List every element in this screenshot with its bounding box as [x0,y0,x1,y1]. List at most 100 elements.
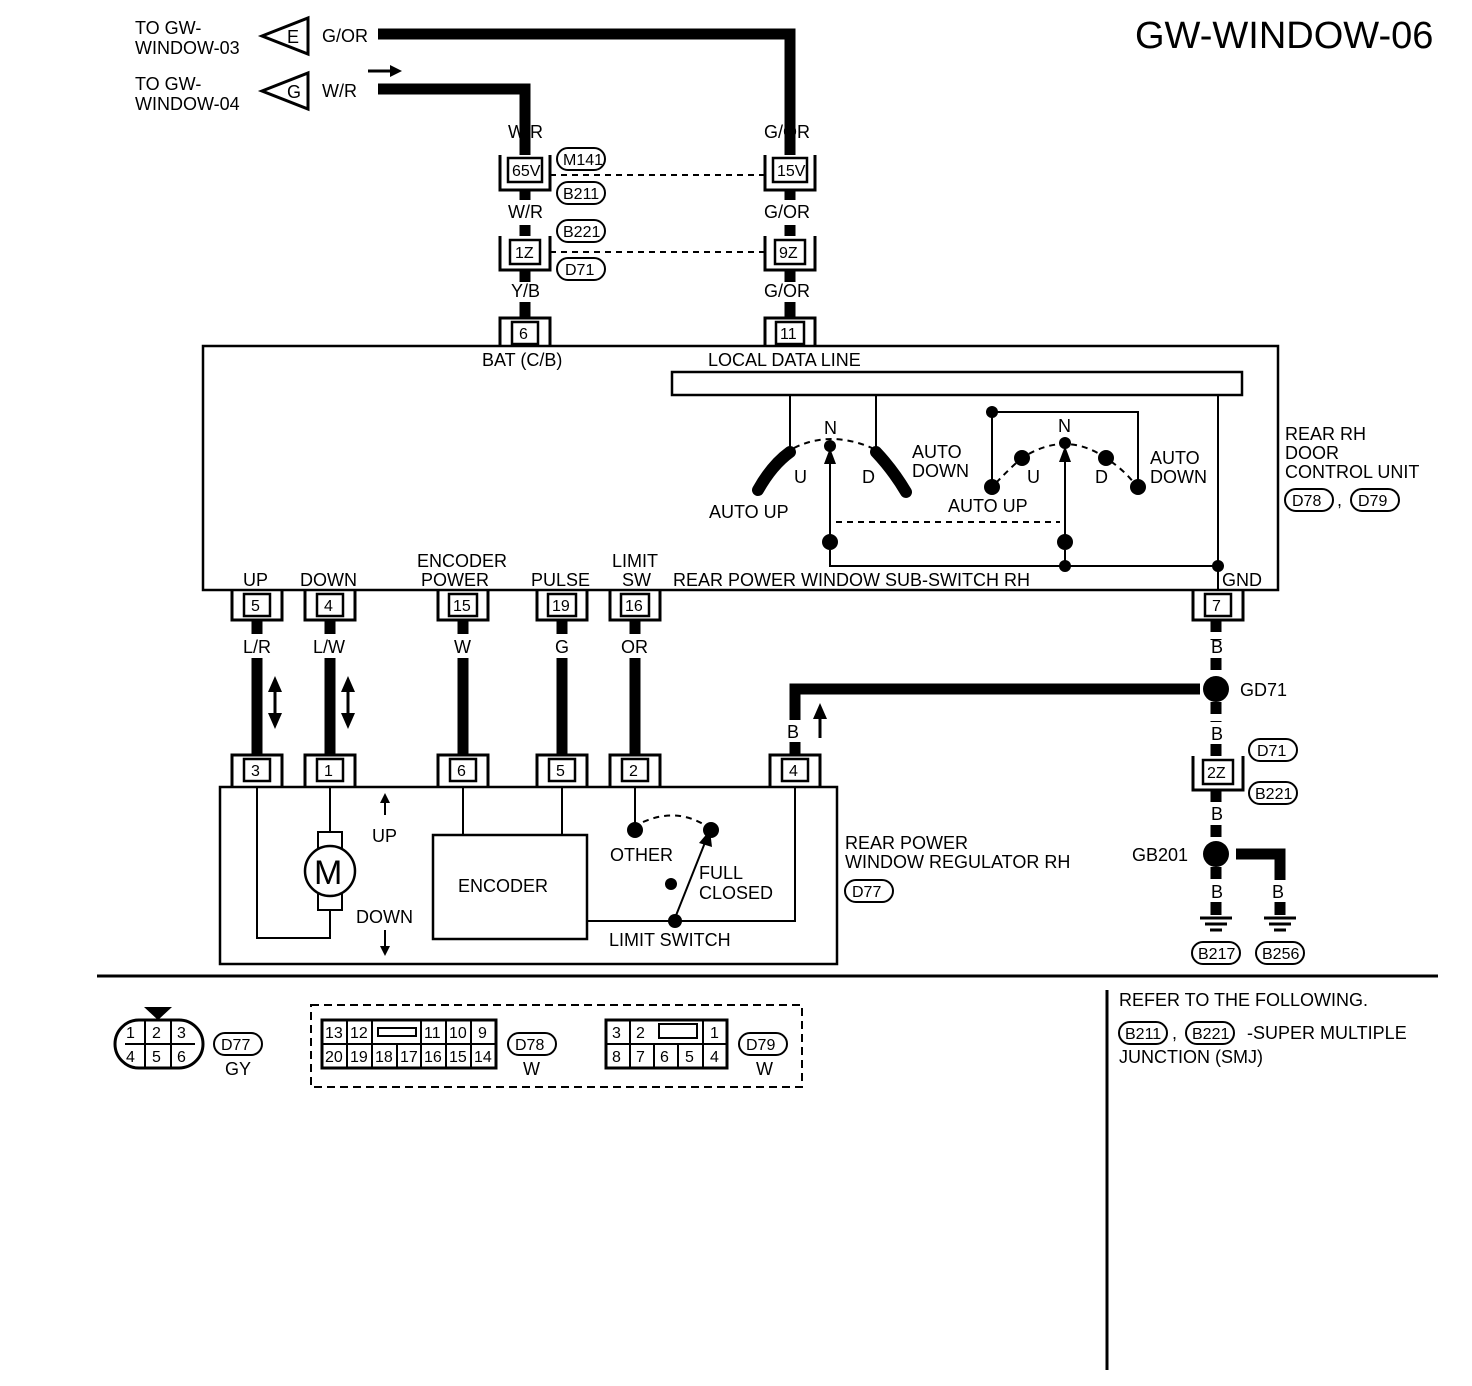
tag-d71-top: D71 [556,257,606,281]
svg-text:D79: D79 [1358,493,1387,510]
svg-text:CONTROL UNIT: CONTROL UNIT [1285,462,1419,482]
limit-switch-label: LIMIT SWITCH [609,930,731,950]
svg-text:19: 19 [552,598,570,615]
svg-text:,: , [1337,490,1342,510]
svg-text:7: 7 [1212,598,1221,615]
svg-text:B: B [787,722,799,742]
svg-text:W/R: W/R [508,122,543,142]
svg-text:W/R: W/R [508,202,543,222]
svg-text:D: D [1095,467,1108,487]
svg-text:4: 4 [324,598,333,615]
svg-text:G: G [555,637,569,657]
reg-pin-4: 4 [768,753,822,787]
svg-text:7: 7 [636,1049,645,1066]
svg-text:PULSE: PULSE [531,570,590,590]
svg-text:B256: B256 [1262,946,1299,963]
svg-text:POWER: POWER [421,570,489,590]
svg-text:B: B [1272,882,1284,902]
svg-text:G/OR: G/OR [764,202,810,222]
svg-text:GD71: GD71 [1240,680,1287,700]
svg-text:AUTO: AUTO [1150,448,1200,468]
cu-pin-19: 19 [535,590,589,622]
up-arrow-icon [813,703,827,738]
svg-text:G/OR: G/OR [764,281,810,301]
tag-m141: M141 [556,147,606,171]
connector-view-d77: 1 2 3 4 5 6 D77 GY [113,1007,263,1079]
ground-symbol-icon [1200,916,1232,932]
tag-b221-bottom: B221 [1248,781,1298,805]
svg-text:D77: D77 [221,1037,250,1054]
flag-g: G [287,82,301,102]
svg-text:11: 11 [780,326,797,343]
svg-text:9Z: 9Z [779,245,798,262]
svg-text:AUTO: AUTO [912,442,962,462]
svg-text:G/OR: G/OR [764,122,810,142]
cu-pin-16: 16 [608,590,662,622]
svg-text:AUTO UP: AUTO UP [709,502,789,522]
svg-text:6: 6 [457,763,466,780]
svg-text:2: 2 [629,763,638,780]
svg-text:2: 2 [636,1025,645,1042]
reg-pin-3: 3 [230,753,284,787]
wire-w-r-top [378,83,531,155]
svg-text:D77: D77 [852,884,881,901]
svg-text:DOWN: DOWN [1150,467,1207,487]
svg-text:SW: SW [622,570,651,590]
connector-9z: 9Z [763,236,817,272]
svg-text:UP: UP [372,826,397,846]
cu-pin-6: 6 [498,316,552,346]
ref-gw-window-04: TO GW- WINDOW-04 G W/R [135,65,402,114]
svg-text:G/OR: G/OR [322,26,368,46]
svg-text:DOWN: DOWN [300,570,357,590]
wire-g-or-top [378,28,796,155]
svg-text:W/R: W/R [322,81,357,101]
svg-text:WINDOW REGULATOR RH: WINDOW REGULATOR RH [845,852,1070,872]
connector-1z: 1Z [498,236,552,272]
cu-pin-7: 7 [1191,590,1245,622]
svg-text:3: 3 [251,763,260,780]
tag-d71-bottom: D71 [1248,738,1298,762]
splice-gd71 [1203,676,1229,702]
tag-b221-top: B221 [556,219,606,243]
svg-text:D79: D79 [746,1037,775,1054]
svg-text:B221: B221 [1192,1026,1229,1043]
svg-text:OR: OR [621,637,648,657]
svg-text:U: U [1027,467,1040,487]
window-regulator-label: REAR POWER WINDOW REGULATOR RH D77 [844,833,1070,903]
svg-text:DOWN: DOWN [912,461,969,481]
svg-text:-SUPER MULTIPLE: -SUPER MULTIPLE [1247,1023,1407,1043]
svg-text:CLOSED: CLOSED [699,883,773,903]
svg-text:JUNCTION (SMJ): JUNCTION (SMJ) [1119,1047,1263,1067]
connector-65v: 65V [498,155,552,192]
svg-text:5: 5 [251,598,260,615]
page-title: GW-WINDOW-06 [1135,15,1433,57]
svg-text:REAR POWER: REAR POWER [845,833,968,853]
svg-text:D78: D78 [1292,493,1321,510]
svg-text:D78: D78 [515,1037,544,1054]
svg-text:2: 2 [152,1025,161,1042]
svg-text:20: 20 [325,1049,343,1066]
svg-text:N: N [824,418,837,438]
door-control-unit-label: REAR RH DOOR CONTROL UNIT D78 , D79 [1284,424,1419,512]
svg-text:14: 14 [474,1049,492,1066]
svg-text:4: 4 [126,1049,135,1066]
svg-text:4: 4 [710,1049,719,1066]
tag-b211: B211 [556,181,606,205]
svg-text:ENCODER: ENCODER [458,876,548,896]
svg-text:Y/B: Y/B [511,281,540,301]
svg-text:GY: GY [225,1059,251,1079]
cu-pin-5: 5 [230,590,284,622]
svg-text:10: 10 [449,1025,467,1042]
svg-text:9: 9 [478,1025,487,1042]
ground-symbol-icon [1264,916,1296,932]
svg-text:5: 5 [556,763,565,780]
svg-text:16: 16 [625,598,643,615]
svg-text:3: 3 [177,1025,186,1042]
svg-text:LIMIT: LIMIT [612,551,658,571]
tag-b217: B217 [1191,941,1241,965]
flag-e: E [287,27,299,47]
svg-text:DOOR: DOOR [1285,443,1339,463]
reference-notes: REFER TO THE FOLLOWING. B211 , B221 -SUP… [1118,990,1407,1067]
svg-text:2Z: 2Z [1207,765,1226,782]
svg-text:B217: B217 [1198,946,1235,963]
